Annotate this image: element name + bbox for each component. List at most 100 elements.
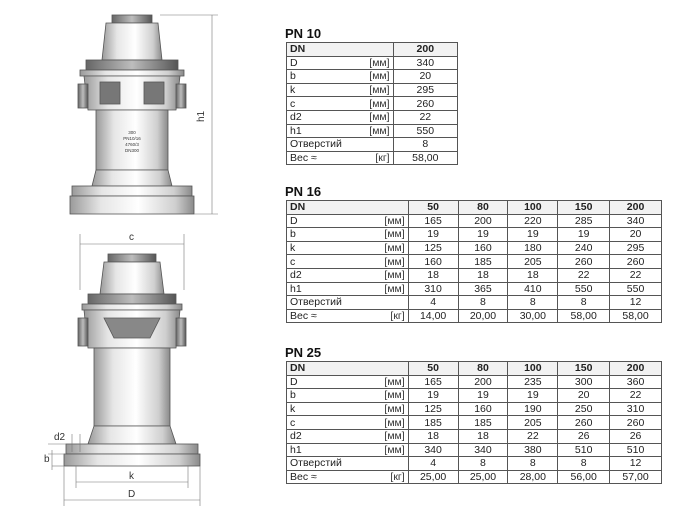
row-value: 310 [407, 281, 459, 297]
dn-value: 100 [507, 200, 559, 215]
row-value: 19 [507, 227, 559, 242]
row-unit: [кг] [351, 150, 394, 166]
row-param: Отверстий [286, 295, 355, 310]
row-value: 58,00 [392, 150, 459, 166]
row-value: 22 [557, 267, 611, 283]
row-value: 12 [609, 295, 662, 310]
row-unit: [мм] [354, 388, 409, 403]
row-unit: [мм] [354, 254, 409, 269]
d2-b-dimension [48, 434, 84, 470]
row-value: 8 [507, 295, 559, 310]
row-param: h1 [286, 442, 355, 458]
row-value: 550 [609, 281, 662, 297]
row-value: 235 [507, 374, 559, 390]
row-unit: [мм] [354, 415, 409, 430]
row-value: 340 [457, 442, 509, 458]
row-param: d2 [286, 109, 352, 125]
table-row: h1[мм]550 [286, 123, 459, 139]
row-unit: [мм] [351, 109, 394, 125]
dn-header: DN [286, 42, 394, 57]
row-value: 365 [457, 281, 509, 297]
row-value: 185 [457, 254, 509, 269]
row-value: 26 [557, 428, 611, 444]
row-value: 28,00 [507, 469, 559, 485]
row-value: 19 [407, 227, 459, 242]
row-value: 260 [557, 254, 611, 269]
row-value: 14,00 [407, 308, 459, 324]
row-value: 240 [557, 240, 611, 256]
row-value: 205 [507, 254, 559, 269]
row-value: 26 [609, 428, 662, 444]
row-param: Отверстий [286, 456, 355, 471]
row-param: d2 [286, 267, 355, 283]
row-value: 58,00 [609, 308, 662, 324]
row-value: 310 [609, 401, 662, 417]
row-value: 19 [457, 388, 509, 403]
row-value: 56,00 [557, 469, 611, 485]
stamp-line-1: 300 [128, 130, 136, 135]
row-value: 20 [392, 69, 459, 84]
h1-dimension [160, 14, 218, 215]
dn-value: 50 [407, 200, 459, 215]
dn-value: 200 [392, 42, 459, 57]
row-unit [354, 456, 409, 471]
stamp-line-4: DN300 [125, 148, 140, 153]
row-param: Отверстий [286, 137, 352, 152]
row-value: 18 [407, 267, 459, 283]
table-row: D[мм]340 [286, 55, 459, 71]
row-unit: [мм] [351, 69, 394, 84]
row-param: c [286, 96, 352, 111]
valve-technical-drawing: 300 PN10/16 4760/3 DN300 h1 c [44, 14, 218, 506]
row-param: h1 [286, 281, 355, 297]
row-param: b [286, 69, 352, 84]
row-value: 8 [557, 456, 611, 471]
row-value: 8 [392, 137, 459, 152]
dn-value: 150 [557, 200, 611, 215]
k-dimension [75, 466, 189, 488]
row-unit: [мм] [354, 267, 409, 283]
row-param: h1 [286, 123, 352, 139]
row-value: 165 [407, 374, 459, 390]
row-value: 20 [609, 227, 662, 242]
row-param: k [286, 401, 355, 417]
row-value: 295 [392, 82, 459, 98]
row-value: 510 [557, 442, 611, 458]
row-value: 410 [507, 281, 559, 297]
row-value: 22 [609, 267, 662, 283]
row-param: Вес ≈ [286, 308, 355, 324]
row-unit: [мм] [354, 442, 409, 458]
dn-value: 200 [609, 361, 662, 376]
row-value: 185 [457, 415, 509, 430]
row-value: 340 [407, 442, 459, 458]
row-value: 8 [557, 295, 611, 310]
b-label: b [44, 454, 50, 465]
row-value: 12 [609, 456, 662, 471]
row-value: 30,00 [507, 308, 559, 324]
pn10-title: PN 10 [285, 26, 322, 41]
row-value: 205 [507, 415, 559, 430]
c-label: c [129, 232, 134, 243]
dn-value: 50 [407, 361, 459, 376]
row-param: b [286, 388, 355, 403]
dn-value: 80 [457, 200, 509, 215]
valve-lower-view [63, 253, 201, 467]
valve-upper-view [69, 14, 195, 215]
dn-header: DN [286, 361, 409, 376]
table-row: Вес ≈[кг]58,00 [286, 150, 459, 166]
row-value: 285 [557, 213, 611, 229]
row-value: 260 [609, 415, 662, 430]
row-value: 160 [457, 401, 509, 417]
row-value: 250 [557, 401, 611, 417]
pn16-title: PN 16 [285, 184, 322, 199]
row-value: 22 [507, 428, 559, 444]
